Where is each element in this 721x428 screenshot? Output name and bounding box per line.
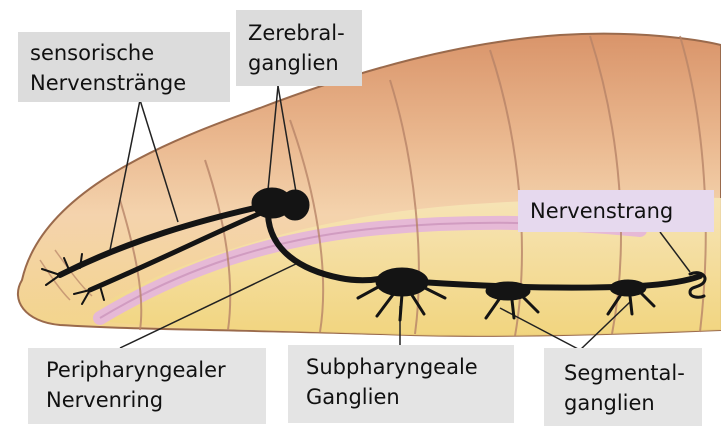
label-cerebral-ganglia: Zerebral- ganglien bbox=[236, 10, 362, 86]
label-line: ganglien bbox=[564, 388, 690, 418]
label-line: Nervenstränge bbox=[30, 68, 218, 98]
label-line: Subpharyngeale bbox=[306, 352, 502, 382]
label-line: sensorische bbox=[30, 38, 218, 68]
label-line: Segmental- bbox=[564, 358, 690, 388]
label-segmental-ganglia: Segmental- ganglien bbox=[544, 348, 702, 426]
label-subpharyngeal-ganglia: Subpharyngeale Ganglien bbox=[288, 345, 514, 423]
label-peripharyngeal-ring: Peripharyngealer Nervenring bbox=[28, 348, 266, 424]
label-line: Zerebral- bbox=[248, 18, 350, 48]
label-line: Nervenring bbox=[46, 385, 254, 415]
label-line: Peripharyngealer bbox=[46, 355, 254, 385]
label-line: ganglien bbox=[248, 48, 350, 78]
label-nerve-cord: Nervenstrang bbox=[518, 190, 714, 232]
label-sensory-nerve-cords: sensorische Nervenstränge bbox=[18, 32, 230, 102]
label-line: Ganglien bbox=[306, 382, 502, 412]
label-line: Nervenstrang bbox=[530, 196, 702, 226]
